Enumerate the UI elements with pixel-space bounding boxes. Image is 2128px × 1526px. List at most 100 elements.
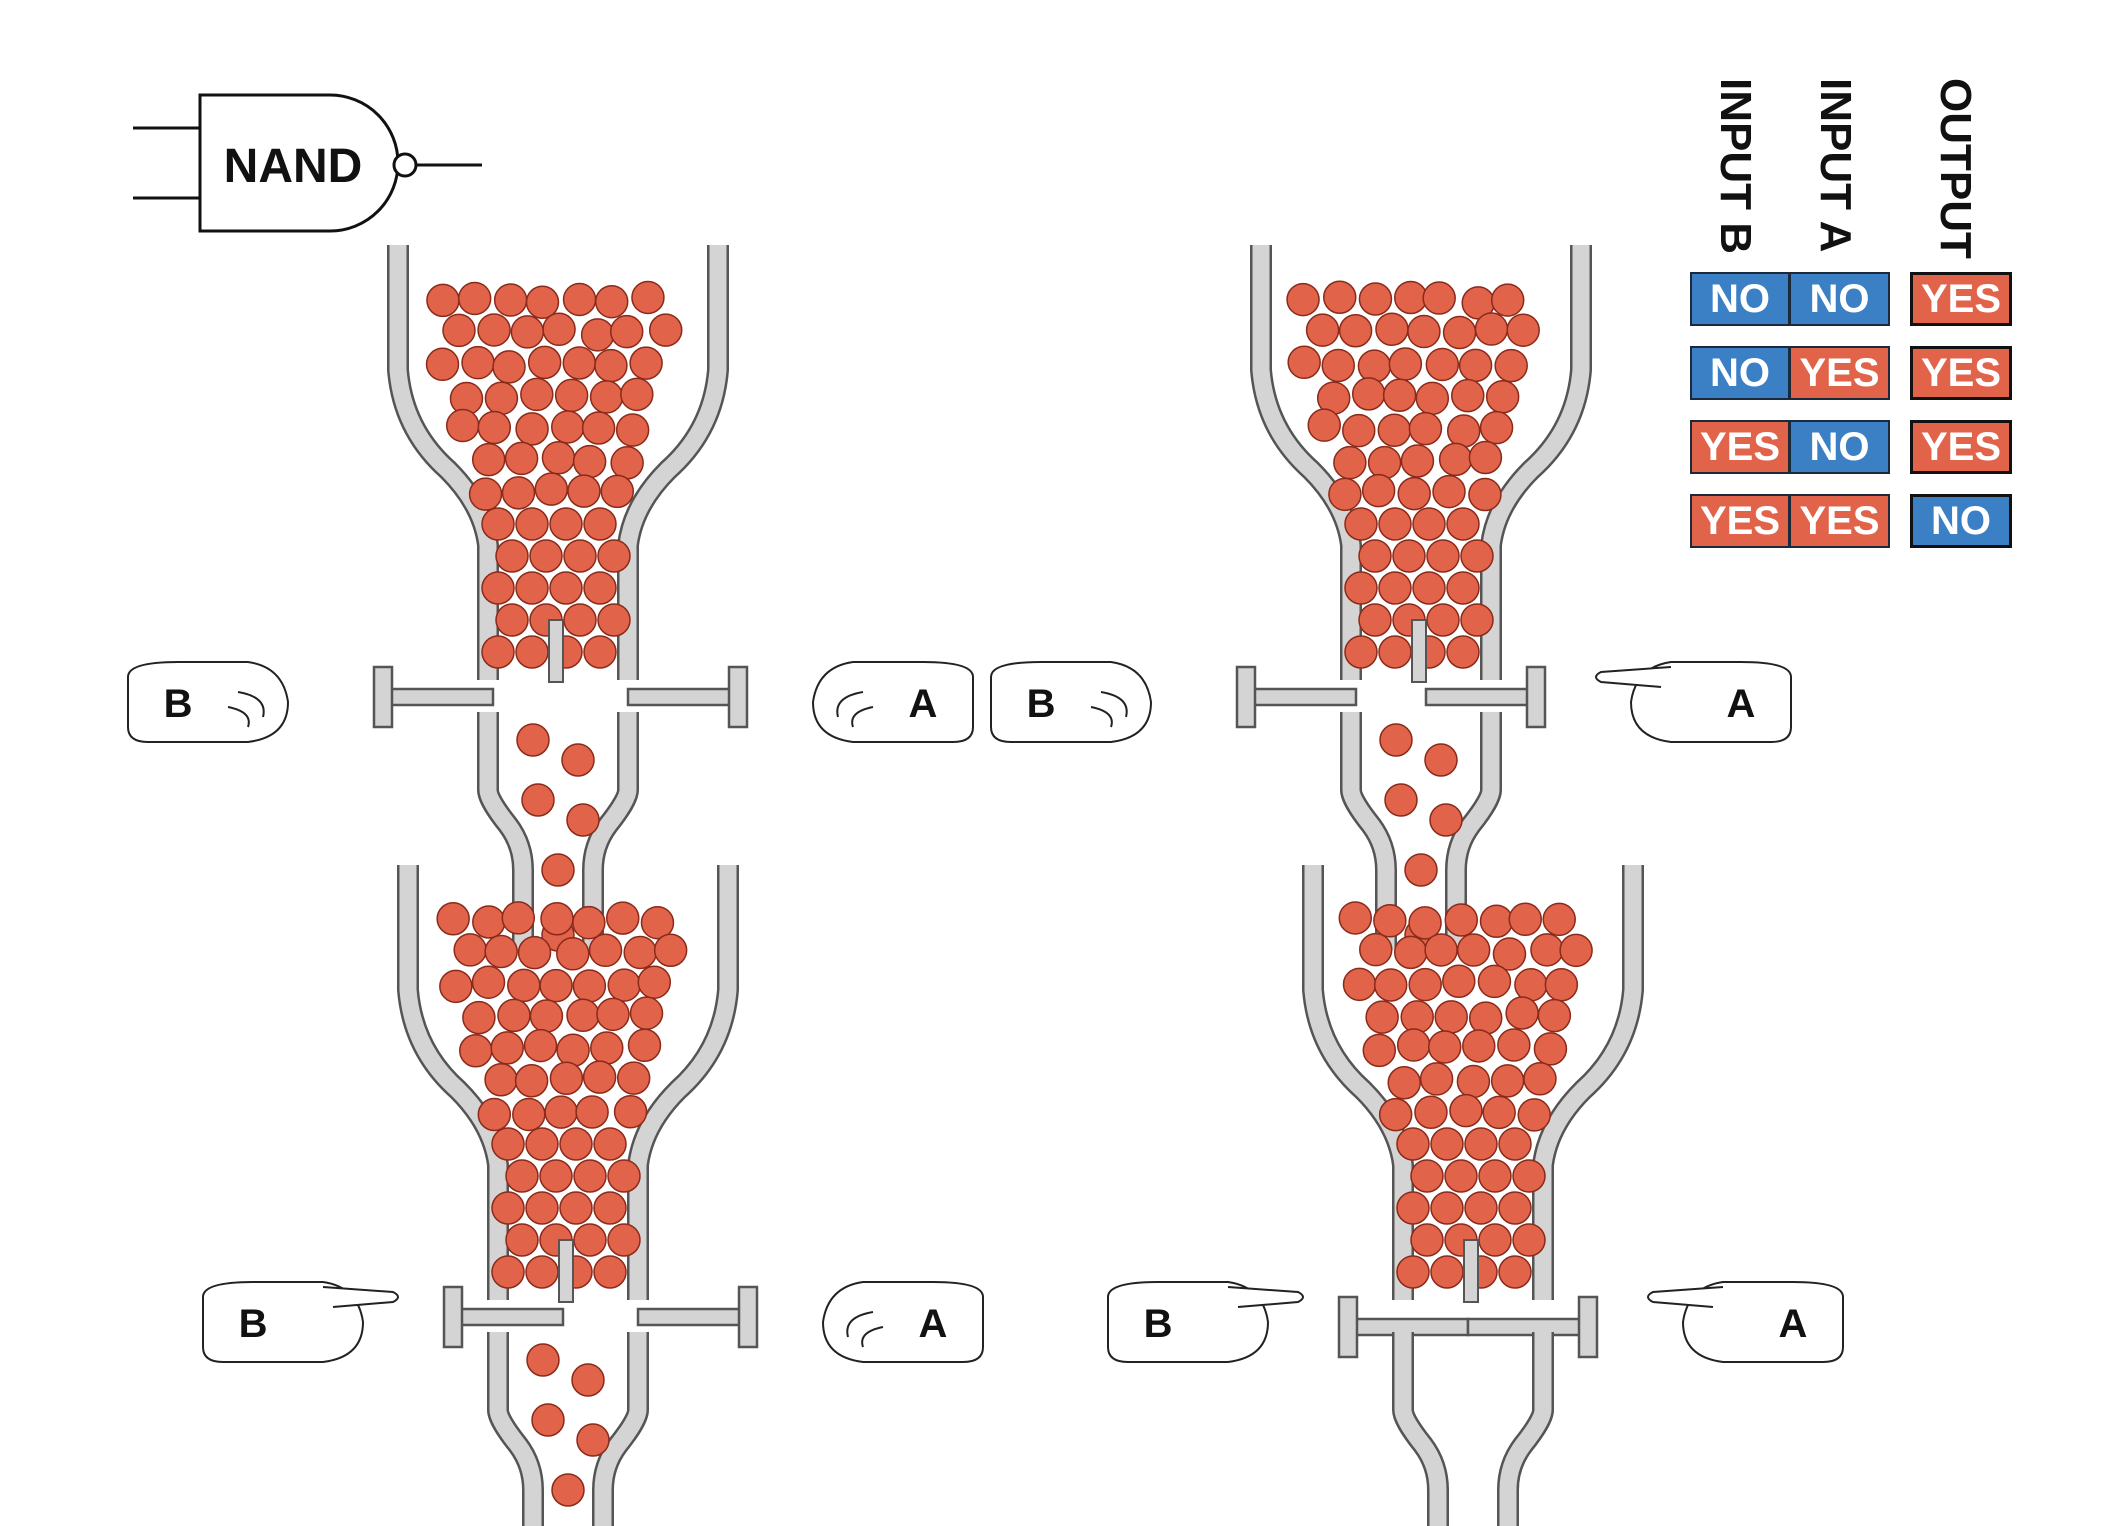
ball [521, 783, 555, 817]
centre-divider [548, 619, 564, 683]
ball [515, 507, 549, 541]
ball [439, 969, 473, 1004]
ball [445, 408, 480, 443]
ball [1408, 411, 1443, 446]
ball [490, 1031, 524, 1065]
ball [1373, 968, 1408, 1002]
ball [1397, 476, 1431, 511]
ball [1498, 1191, 1532, 1225]
ball [531, 1403, 565, 1437]
pipe-wall [1534, 865, 1642, 1300]
hand-label-a: A [919, 1302, 948, 1346]
hand-outline [1681, 1281, 1844, 1363]
plunger-rod [626, 687, 740, 707]
plunger-rod [451, 1307, 565, 1327]
ball [589, 380, 624, 414]
ball [1358, 603, 1392, 637]
ball [1456, 933, 1491, 967]
ball [1342, 413, 1376, 448]
ball [457, 281, 492, 316]
header-output: OUTPUT [1931, 78, 1980, 259]
ball [556, 1033, 590, 1068]
ball [1468, 477, 1502, 512]
ball [563, 603, 597, 637]
ball [497, 998, 531, 1033]
ball [1444, 1159, 1478, 1193]
ball [1428, 1030, 1462, 1064]
ball [1482, 1095, 1516, 1130]
ball [610, 446, 644, 480]
ball [471, 442, 506, 477]
ball [512, 1097, 546, 1132]
ball [563, 539, 597, 573]
plunger-cap [1337, 1295, 1359, 1359]
hand-a: A [1647, 1281, 1844, 1363]
ball [1387, 1066, 1421, 1100]
ball [1378, 507, 1412, 541]
ball [1407, 314, 1441, 349]
ball [1426, 603, 1460, 637]
ball [1408, 967, 1442, 1002]
header-input-a: INPUT A [1811, 78, 1860, 253]
ball [607, 1223, 641, 1257]
ball [562, 282, 597, 317]
ball [510, 315, 545, 349]
ball [596, 997, 630, 1032]
ball [544, 1095, 578, 1129]
ball [582, 1060, 617, 1094]
ball [1460, 603, 1494, 637]
ball [495, 603, 529, 637]
pipe-wall [629, 865, 737, 1300]
pipe-wall [1499, 1332, 1552, 1526]
ball [529, 539, 563, 573]
ball [1498, 1127, 1532, 1161]
ball [1460, 539, 1494, 573]
ball [493, 283, 528, 317]
ball [597, 539, 631, 573]
ball [1410, 1223, 1444, 1257]
nand-gate-symbol: NAND [133, 93, 482, 233]
pipe-wall [1342, 712, 1395, 950]
ball [541, 441, 576, 475]
ball [1462, 1029, 1496, 1063]
ball [1404, 853, 1438, 887]
ball [1446, 507, 1480, 541]
ball [442, 313, 476, 348]
pipe-wall [1482, 245, 1590, 680]
ball [590, 1031, 624, 1065]
ball [1321, 348, 1356, 383]
ball [515, 571, 549, 605]
ball [491, 1255, 525, 1289]
ball [583, 507, 617, 541]
ball [436, 902, 470, 936]
ball [572, 444, 607, 479]
hand-b: B [127, 661, 290, 743]
ball [526, 1343, 560, 1377]
ball [525, 285, 560, 320]
ball [1490, 1064, 1525, 1098]
pipe-wall [1447, 712, 1500, 950]
pipe-wall [584, 712, 637, 950]
ball [600, 474, 635, 509]
ball [609, 314, 644, 349]
ball [1506, 313, 1540, 347]
ball [1451, 378, 1485, 413]
ball [1479, 904, 1514, 939]
ball [515, 635, 549, 669]
ball [540, 902, 574, 936]
plunger-cap [372, 665, 394, 729]
ball [1426, 539, 1460, 573]
ball [1373, 904, 1407, 938]
hand-label-a: A [1727, 682, 1756, 726]
ball [1333, 445, 1367, 480]
ball [1305, 313, 1340, 347]
ball [1446, 635, 1480, 669]
ball [495, 539, 529, 573]
ball [1365, 1000, 1399, 1034]
ball [1424, 743, 1458, 777]
hand-b: B [1107, 1281, 1304, 1363]
ball [1494, 348, 1528, 383]
ball [1396, 1191, 1430, 1225]
